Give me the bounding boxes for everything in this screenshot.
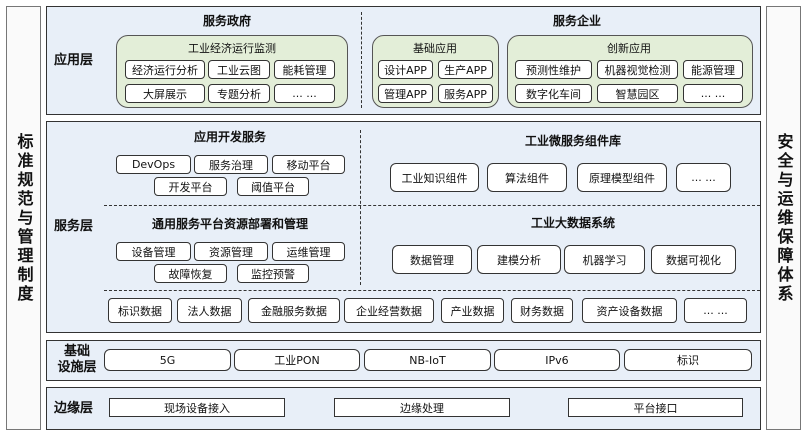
service-item[interactable]: 阈值平台	[237, 177, 309, 196]
section-title: 服务政府	[202, 14, 252, 28]
infra-item[interactable]: IPv6	[494, 349, 620, 371]
standards-panel: 标准规范与管理制度	[6, 6, 41, 430]
service-item[interactable]: 服务治理	[194, 155, 268, 174]
divider	[360, 130, 361, 285]
infra-item[interactable]: 5G	[104, 349, 231, 371]
service-layer: 服务层	[46, 121, 761, 333]
data-item[interactable]: 财务数据	[511, 298, 573, 323]
service-item[interactable]: 数据可视化	[651, 245, 736, 274]
app-item[interactable]: 经济运行分析	[125, 60, 205, 79]
section-title: 应用开发服务	[193, 130, 267, 144]
service-item[interactable]: 资源管理	[194, 242, 268, 261]
app-item[interactable]: 数字化车间	[515, 84, 592, 103]
service-item[interactable]: 监控预警	[237, 264, 309, 283]
service-item[interactable]: 机器学习	[564, 245, 645, 274]
group-title: 工业经济运行监测	[188, 42, 276, 55]
edge-item[interactable]: 现场设备接入	[109, 398, 285, 417]
app-item[interactable]: 生产APP	[438, 60, 493, 79]
service-item[interactable]: 运维管理	[272, 242, 345, 261]
service-item[interactable]: ... ...	[676, 163, 731, 192]
app-item[interactable]: 预测性维护	[515, 60, 592, 79]
app-item[interactable]: 能耗管理	[274, 60, 335, 79]
edge-item[interactable]: 边缘处理	[334, 398, 510, 417]
service-item[interactable]: 工业知识组件	[390, 163, 479, 192]
infra-item[interactable]: 标识	[624, 349, 752, 371]
data-item[interactable]: 企业经营数据	[344, 298, 434, 323]
service-item[interactable]: 移动平台	[272, 155, 345, 174]
data-item[interactable]: ... ...	[684, 298, 747, 323]
service-item[interactable]: 故障恢复	[154, 264, 227, 283]
layer-label: 基础	[63, 344, 90, 359]
app-item[interactable]: 服务APP	[438, 84, 493, 103]
data-item[interactable]: 标识数据	[108, 298, 172, 323]
divider	[104, 205, 760, 206]
service-item[interactable]: 数据管理	[392, 245, 472, 274]
service-item[interactable]: 开发平台	[154, 177, 227, 196]
service-item[interactable]: DevOps	[116, 155, 191, 174]
app-item[interactable]: ... ...	[274, 84, 335, 103]
layer-label: 边缘层	[54, 401, 94, 416]
data-item[interactable]: 法人数据	[177, 298, 242, 323]
infra-item[interactable]: 工业PON	[234, 349, 360, 371]
app-item[interactable]: 管理APP	[378, 84, 433, 103]
security-label: 安全与运维保障体系	[774, 132, 794, 304]
section-title: 服务企业	[552, 14, 602, 28]
app-item[interactable]: 机器视觉检测	[597, 60, 678, 79]
section-title: 工业微服务组件库	[524, 134, 622, 148]
infra-item[interactable]: NB-IoT	[364, 349, 491, 371]
section-title: 通用服务平台资源部署和管理	[151, 217, 309, 231]
data-item[interactable]: 金融服务数据	[248, 298, 340, 323]
layer-label: 服务层	[54, 219, 94, 234]
app-item[interactable]: 大屏展示	[125, 84, 205, 103]
data-item[interactable]: 产业数据	[441, 298, 504, 323]
divider	[361, 12, 362, 108]
service-item[interactable]: 原理模型组件	[577, 163, 667, 192]
data-item[interactable]: 资产设备数据	[582, 298, 677, 323]
app-item[interactable]: 专题分析	[208, 84, 270, 103]
edge-item[interactable]: 平台接口	[568, 398, 743, 417]
service-item[interactable]: 建模分析	[477, 245, 561, 274]
app-item[interactable]: ... ...	[683, 84, 743, 103]
app-item[interactable]: 能源管理	[683, 60, 743, 79]
layer-label: 应用层	[54, 53, 94, 68]
app-item[interactable]: 智慧园区	[597, 84, 678, 103]
app-item[interactable]: 设计APP	[378, 60, 433, 79]
layer-label: 设施层	[57, 360, 97, 375]
app-item[interactable]: 工业云图	[208, 60, 270, 79]
security-panel: 安全与运维保障体系	[766, 6, 801, 430]
standards-label: 标准规范与管理制度	[14, 132, 34, 304]
service-item[interactable]: 设备管理	[116, 242, 191, 261]
group-title: 基础应用	[413, 42, 457, 55]
group-title: 创新应用	[607, 42, 651, 55]
section-title: 工业大数据系统	[530, 216, 616, 230]
service-item[interactable]: 算法组件	[487, 163, 567, 192]
divider	[104, 290, 760, 291]
